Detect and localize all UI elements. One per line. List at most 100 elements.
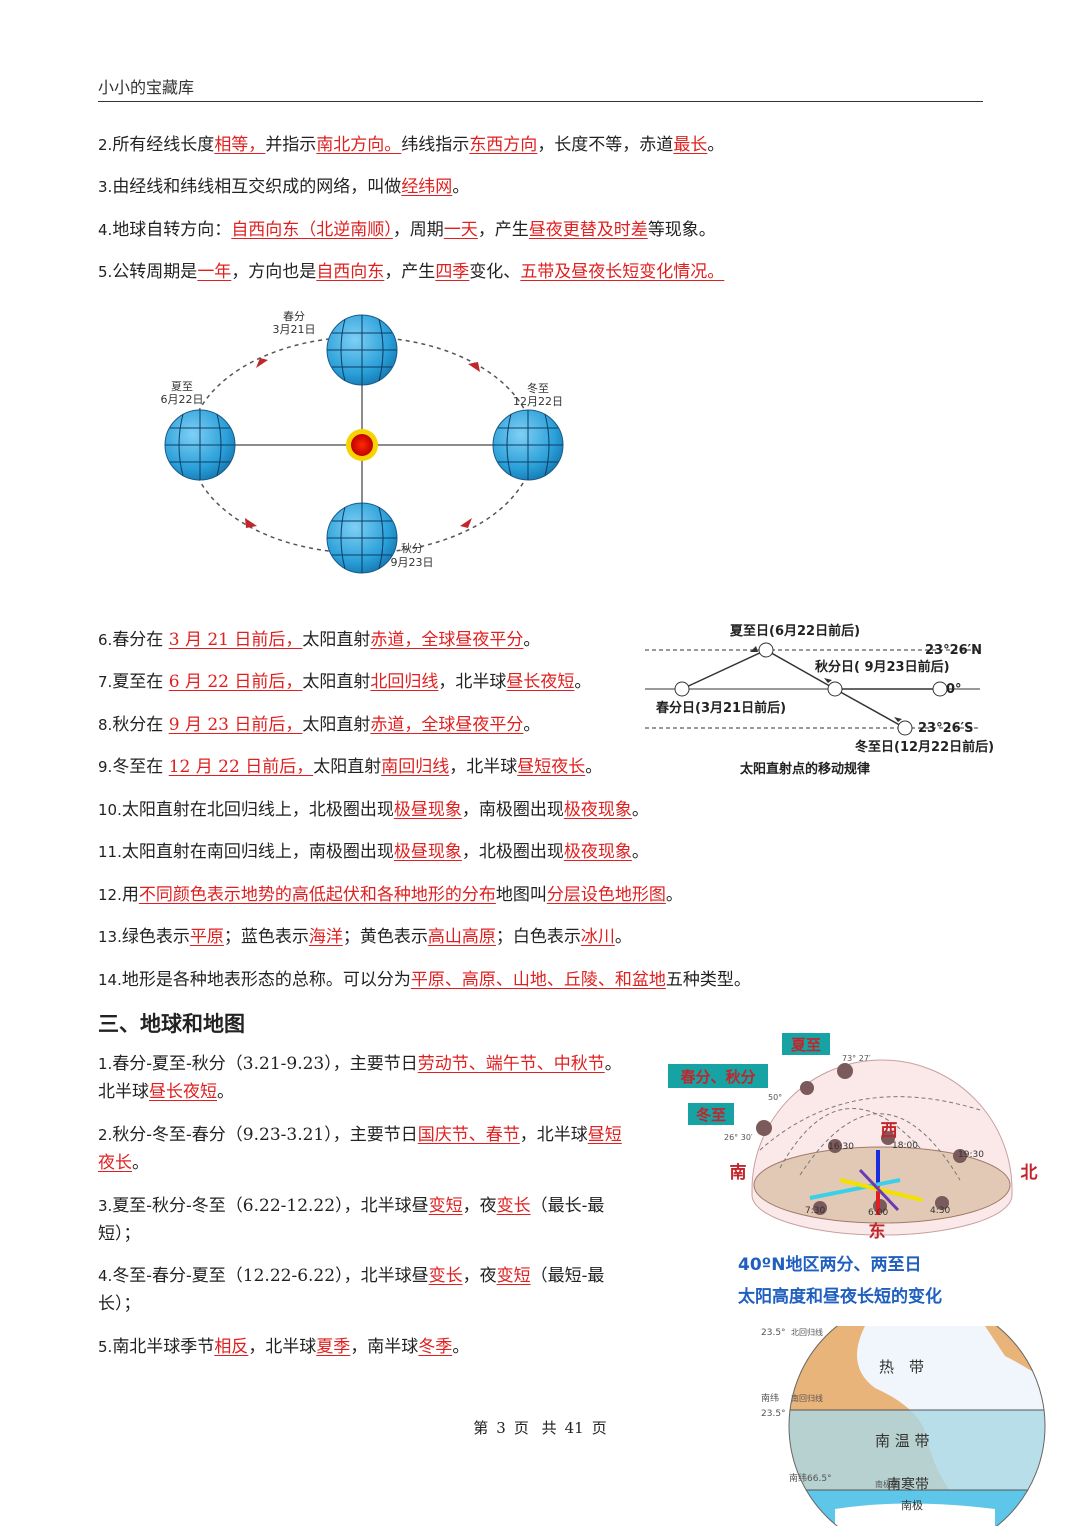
list-item: 8.秋分在 9 月 23 日前后，太阳直射赤道，全球昼夜平分。 xyxy=(98,713,540,737)
answer-text: 自西向东 xyxy=(316,262,385,282)
item-number: 10. xyxy=(98,801,122,819)
answer-text: 相反 xyxy=(214,1337,249,1357)
item-text: （最长-最短）； xyxy=(98,1196,605,1244)
list-item: 12.用不同颜色表示地势的高低起伏和各种地形的分布地图叫分层设色地形图。 xyxy=(98,883,683,907)
item-number: 3. xyxy=(98,1197,113,1215)
item-text: ；白色表示 xyxy=(495,927,581,947)
answer-text: 自西向东（北逆南顺） xyxy=(231,220,393,240)
item-number: 5. xyxy=(98,263,113,281)
item-text: 。 xyxy=(452,1337,470,1357)
answer-text: 一年 xyxy=(197,262,232,282)
item-number: 13. xyxy=(98,928,122,946)
answer-text: 东西方向 xyxy=(469,135,538,155)
answer-text: 经纬网 xyxy=(401,177,453,197)
dome-t1930: 19:30 xyxy=(958,1150,984,1160)
zone-tropic-n: 北回归线 xyxy=(791,1327,823,1337)
list-item: 2.所有经线长度相等，并指示南北方向。纬线指示东西方向，长度不等，赤道最长。 xyxy=(98,133,724,157)
sun-lat-s: 23°26′S xyxy=(918,721,973,736)
dome-north: 北 xyxy=(1021,1163,1038,1183)
dome-t1800: 18:00 xyxy=(892,1141,918,1151)
dome-summer: 夏至 xyxy=(790,1036,821,1054)
dome-angle-50: 50° xyxy=(768,1093,782,1102)
dome-west: 西 xyxy=(881,1121,898,1141)
orbit-arrows xyxy=(245,358,480,528)
item-text: 夏至-秋分-冬至（6.22-12.22），北半球昼 xyxy=(112,1196,429,1216)
answer-text: 昼短夜长 xyxy=(98,1125,622,1173)
item-text: ，产生 xyxy=(477,220,529,240)
list-item: 10.太阳直射在北回归线上，北极圈出现极昼现象，南极圈出现极夜现象。 xyxy=(98,798,649,822)
item-text: ；黄色表示 xyxy=(342,927,428,947)
item-number: 2. xyxy=(98,136,113,154)
item-text: 太阳直射 xyxy=(302,715,371,735)
zone-hot: 热 带 xyxy=(879,1358,924,1376)
answer-text: 四季 xyxy=(435,262,470,282)
dome-angle-26: 26° 30′ xyxy=(724,1133,753,1142)
answer-text: 极昼现象 xyxy=(393,842,462,862)
item-text: 春分-夏至-秋分（3.21-9.23），主要节日 xyxy=(112,1054,418,1074)
orbit-diagram: 春分 3月21日 夏至 6月22日 冬至 12月22日 秋分 9月23日 xyxy=(161,310,564,574)
answer-text: 冬季 xyxy=(418,1337,453,1357)
item-number: 6. xyxy=(98,631,113,649)
answer-text: 相等， xyxy=(214,135,266,155)
globe-spring xyxy=(326,314,398,386)
sun-spring-label: 春分日(3月21日前后) xyxy=(655,700,786,716)
autumn-date: 9月23日 xyxy=(391,556,434,569)
item-text: ，长度不等，赤道 xyxy=(537,135,674,155)
sun-summer-label: 夏至日(6月22日前后) xyxy=(729,623,860,639)
item-text: ，夜 xyxy=(462,1196,497,1216)
answer-text: 赤道，全球昼夜平分 xyxy=(370,715,524,735)
item-number: 4. xyxy=(98,1267,113,1285)
sun-icon xyxy=(346,429,378,461)
dome-caption1: 40ºN地区两分、两至日 xyxy=(738,1254,921,1275)
sun-path-diagram: 夏至日(6月22日前后) 23°26′N 秋分日( 9月23日前后) 0° 春分… xyxy=(645,623,994,777)
answer-text: 海洋 xyxy=(308,927,343,947)
answer-text: 平原、高原、山地、丘陵、和盆地 xyxy=(410,970,666,990)
item-text: 南北半球季节 xyxy=(112,1337,215,1357)
list-item: 13.绿色表示平原；蓝色表示海洋；黄色表示高山高原；白色表示冰川。 xyxy=(98,925,632,949)
item-text: 用 xyxy=(121,885,139,905)
zone-lat-235: 23.5° xyxy=(761,1409,786,1419)
equinox-badge xyxy=(668,1064,768,1088)
item-text: 。 xyxy=(217,1082,234,1102)
item-text: 地球自转方向： xyxy=(112,220,232,240)
list-item: 6.春分在 3 月 21 日前后，太阳直射赤道，全球昼夜平分。 xyxy=(98,628,540,652)
item-text: 等现象。 xyxy=(647,220,716,240)
item-text: 。北半球 xyxy=(98,1054,622,1102)
item-text: ，北半球 xyxy=(248,1337,317,1357)
zone-tropic-s: 南回归线 xyxy=(791,1393,823,1403)
zone-lat-top: 23.5° xyxy=(761,1328,786,1338)
dome-east: 东 xyxy=(869,1221,886,1242)
item-text: ，北极圈出现 xyxy=(461,842,564,862)
item-text: 绿色表示 xyxy=(121,927,190,947)
answer-text: 昼长夜短 xyxy=(506,672,575,692)
answer-text: 分层设色地形图 xyxy=(546,885,666,905)
answer-text: 变长 xyxy=(496,1196,531,1216)
item-text: 五种类型。 xyxy=(665,970,751,990)
list-item: 7.夏至在 6 月 22 日前后，太阳直射北回归线，北半球昼长夜短。 xyxy=(98,670,591,694)
autumn-label: 秋分 xyxy=(401,541,423,555)
item-text: 太阳直射 xyxy=(313,757,382,777)
item-text: 。 xyxy=(707,135,725,155)
list-item: 1.春分-夏至-秋分（3.21-9.23），主要节日劳动节、端午节、中秋节。北半… xyxy=(98,1050,638,1106)
answer-text: 极昼现象 xyxy=(393,800,462,820)
item-text: ，北半球 xyxy=(438,672,507,692)
dome-diagram: 夏至 春分、秋分 冬至 73° 27′ 50° 26° 30′ 西 南 北 东 … xyxy=(668,1033,1038,1307)
answer-text: 一天 xyxy=(443,220,478,240)
dome-t430: 4:30 xyxy=(930,1206,950,1216)
list-item: 5.公转周期是一年，方向也是自西向东，产生四季变化、五带及昼夜长短变化情况。 xyxy=(98,260,724,284)
winter-date: 12月22日 xyxy=(513,395,563,408)
item-number: 4. xyxy=(98,221,113,239)
item-text: ，产生 xyxy=(384,262,436,282)
answer-text: 冰川 xyxy=(580,927,615,947)
item-text: ，方向也是 xyxy=(231,262,317,282)
item-text: 。 xyxy=(452,177,470,197)
zone-south-lat: 南纬 xyxy=(761,1392,779,1404)
item-text: 太阳直射 xyxy=(302,630,371,650)
item-text: 秋分-冬至-春分（9.23-3.21），主要节日 xyxy=(112,1125,418,1145)
answer-text: 3 月 21 日前后， xyxy=(168,630,303,650)
answer-text: 昼短夜长 xyxy=(517,757,586,777)
sun-autumn-label: 秋分日( 9月23日前后) xyxy=(815,659,950,675)
item-text: 春分在 xyxy=(112,630,169,650)
answer-text: 南北方向。 xyxy=(316,135,402,155)
